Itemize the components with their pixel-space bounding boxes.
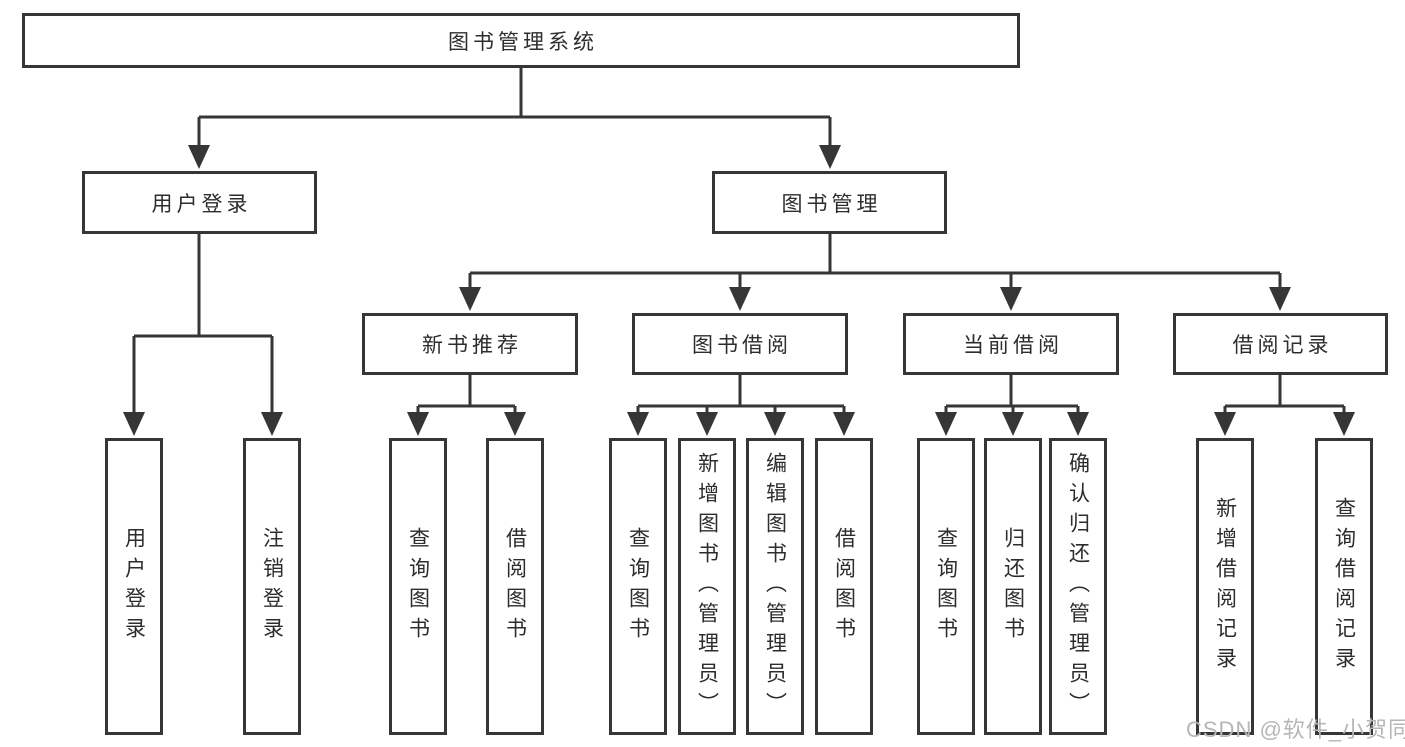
leaf-label: 新增借阅记录 [1213,496,1237,677]
node-label: 图书管理 [781,192,882,216]
leaf-label: 确认归还（管理员） [1066,451,1090,722]
leaf-label: 查询图书 [934,526,958,647]
node-user-login: 用户登录 [82,171,317,234]
csdn-watermark: CSDN @软件_小贺同学 [1186,717,1405,742]
leaf-add-book-admin: 新增图书（管理员） [678,438,736,735]
leaf-edit-book-admin: 编辑图书（管理员） [746,438,804,735]
leaf-borrow-books: 借阅图书 [486,438,544,735]
arrowheads [123,145,1355,436]
leaf-query-books: 查询图书 [917,438,975,735]
leaf-query-books: 查询图书 [609,438,667,735]
node-label: 图书借阅 [692,334,792,357]
leaf-label: 查询图书 [406,526,430,647]
node-book-borrow: 图书借阅 [632,313,848,375]
leaf-label: 查询图书 [626,526,650,647]
node-label: 图书管理系统 [448,30,598,54]
leaf-label: 归还图书 [1001,526,1025,647]
node-label: 新书推荐 [422,334,522,357]
node-book-management: 图书管理 [712,171,947,234]
leaf-label: 查询借阅记录 [1332,496,1356,677]
leaf-label: 用户登录 [122,526,146,647]
leaf-user-login: 用户登录 [105,438,163,735]
connector-lines [132,68,1346,414]
leaf-label: 编辑图书（管理员） [763,451,787,722]
node-current-borrow: 当前借阅 [903,313,1119,375]
node-label: 借阅记录 [1232,334,1333,357]
leaf-label: 新增图书（管理员） [695,451,719,722]
node-library-management-system: 图书管理系统 [22,13,1020,68]
leaf-query-borrow-record: 查询借阅记录 [1315,438,1373,735]
leaf-label: 借阅图书 [503,526,527,647]
leaf-logout: 注销登录 [243,438,301,735]
node-label: 当前借阅 [963,334,1063,357]
node-label: 用户登录 [151,192,252,216]
node-borrow-records: 借阅记录 [1173,313,1388,375]
leaf-query-books: 查询图书 [389,438,447,735]
leaf-label: 注销登录 [260,526,284,647]
leaf-label: 借阅图书 [832,526,856,647]
node-new-book-recommend: 新书推荐 [362,313,578,375]
leaf-confirm-return-admin: 确认归还（管理员） [1049,438,1107,735]
leaf-return-books: 归还图书 [984,438,1042,735]
leaf-borrow-books: 借阅图书 [815,438,873,735]
leaf-add-borrow-record: 新增借阅记录 [1196,438,1254,735]
